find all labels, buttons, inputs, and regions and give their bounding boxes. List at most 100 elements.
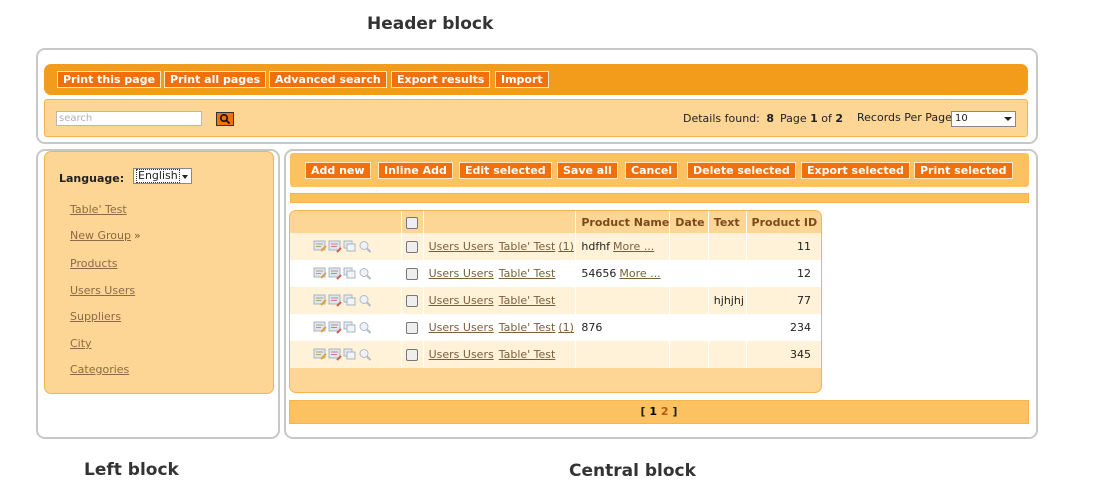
header-search-panel: Details found: 8 Page 1 of 2 Records Per… <box>44 99 1028 137</box>
view-icon[interactable] <box>358 267 372 280</box>
users-users-link[interactable]: Users Users <box>428 240 494 253</box>
inline-edit-icon[interactable] <box>328 294 342 307</box>
inline-edit-icon[interactable] <box>328 267 342 280</box>
column-header-date[interactable]: Date <box>669 211 709 233</box>
pager-page-link[interactable]: 2 <box>660 405 669 418</box>
more-link[interactable]: More ... <box>613 240 655 253</box>
row-actions-cell <box>290 287 403 314</box>
menu-item-city[interactable]: City <box>70 337 92 350</box>
header-block-caption: Header block <box>367 14 494 34</box>
menu-item-table-test[interactable]: Table' Test <box>70 203 127 216</box>
menu-item-new-group[interactable]: New Group» <box>70 229 141 242</box>
edit-icon[interactable] <box>313 294 327 307</box>
language-select[interactable]: English <box>133 168 192 184</box>
save-all-button[interactable]: Save all <box>557 162 618 179</box>
print-selected-button[interactable]: Print selected <box>914 162 1013 179</box>
text-cell <box>708 233 747 260</box>
column-header-product-name[interactable]: Product Name <box>575 211 671 233</box>
copy-icon[interactable] <box>343 267 357 280</box>
row-checkbox[interactable] <box>406 241 419 253</box>
inline-edit-icon[interactable] <box>328 240 342 253</box>
users-users-link[interactable]: Users Users <box>428 294 494 307</box>
row-links-cell: Users Users Table' Test <box>423 341 577 368</box>
export-selected-button[interactable]: Export selected <box>801 162 910 179</box>
users-users-link[interactable]: Users Users <box>428 348 494 361</box>
product-id-cell: 77 <box>746 287 821 314</box>
table-test-link[interactable]: Table' Test <box>498 267 556 280</box>
export-results-button[interactable]: Export results <box>391 71 491 88</box>
edit-icon[interactable] <box>313 321 327 334</box>
row-checkbox[interactable] <box>406 295 419 307</box>
print-all-pages-button[interactable]: Print all pages <box>164 71 267 88</box>
inline-edit-icon[interactable] <box>328 321 342 334</box>
import-button[interactable]: Import <box>495 71 549 88</box>
left-block-caption: Left block <box>84 460 179 480</box>
pager-close-bracket: ] <box>672 405 678 418</box>
detail-count-link[interactable]: (1) <box>558 321 574 334</box>
view-icon[interactable] <box>358 348 372 361</box>
inline-add-button[interactable]: Inline Add <box>378 162 453 179</box>
column-header-text[interactable]: Text <box>708 211 747 233</box>
grid-toolbar: Add new Inline Add Edit selected Save al… <box>290 153 1029 187</box>
edit-selected-button[interactable]: Edit selected <box>459 162 552 179</box>
inline-edit-icon[interactable] <box>328 348 342 361</box>
delete-selected-button[interactable]: Delete selected <box>687 162 796 179</box>
header-toolbar: Print this page Print all pages Advanced… <box>44 64 1028 95</box>
add-new-button[interactable]: Add new <box>305 162 371 179</box>
row-checkbox[interactable] <box>406 322 419 334</box>
row-select-cell <box>401 260 424 287</box>
search-button[interactable] <box>216 112 234 126</box>
row-checkbox[interactable] <box>406 268 419 280</box>
edit-icon[interactable] <box>313 348 327 361</box>
date-cell <box>669 314 709 341</box>
users-users-link[interactable]: Users Users <box>428 267 494 280</box>
print-this-page-button[interactable]: Print this page <box>57 71 162 88</box>
column-header-product-id[interactable]: Product ID <box>746 211 821 233</box>
search-input[interactable] <box>56 111 202 126</box>
text-cell <box>708 341 747 368</box>
row-links-cell: Users Users Table' Test(1) <box>423 233 577 260</box>
menu-item-suppliers[interactable]: Suppliers <box>70 310 122 323</box>
records-per-page-select[interactable]: 10 <box>951 111 1016 127</box>
row-select-cell <box>401 314 424 341</box>
menu-item-users-users[interactable]: Users Users <box>70 284 136 297</box>
edit-icon[interactable] <box>313 240 327 253</box>
date-cell <box>669 233 709 260</box>
copy-icon[interactable] <box>343 294 357 307</box>
menu-item-products[interactable]: Products <box>70 257 118 270</box>
edit-icon[interactable] <box>313 267 327 280</box>
table-test-link[interactable]: Table' Test <box>498 348 556 361</box>
details-found-count: 8 <box>766 112 775 125</box>
cancel-button[interactable]: Cancel <box>625 162 679 179</box>
language-label: Language: <box>59 172 125 185</box>
users-users-link[interactable]: Users Users <box>428 321 494 334</box>
select-all-checkbox[interactable] <box>406 216 419 229</box>
table-test-link[interactable]: Table' Test <box>498 321 556 334</box>
copy-icon[interactable] <box>343 348 357 361</box>
view-icon[interactable] <box>358 294 372 307</box>
row-checkbox[interactable] <box>406 349 419 361</box>
search-icon <box>219 113 231 125</box>
menu-item-categories[interactable]: Categories <box>70 363 130 376</box>
view-icon[interactable] <box>358 321 372 334</box>
table-test-link[interactable]: Table' Test <box>498 240 556 253</box>
text-cell: hjhjhj <box>708 287 747 314</box>
copy-icon[interactable] <box>343 240 357 253</box>
row-actions-cell <box>290 314 403 341</box>
product-name-value: hdfhf <box>581 240 611 253</box>
view-icon[interactable] <box>358 240 372 253</box>
copy-icon[interactable] <box>343 321 357 334</box>
table-test-link[interactable]: Table' Test <box>498 294 556 307</box>
product-name-cell: 876 <box>575 314 671 341</box>
product-name-cell <box>575 287 671 314</box>
advanced-search-button[interactable]: Advanced search <box>269 71 387 88</box>
detail-count-link[interactable]: (1) <box>558 240 574 253</box>
more-link[interactable]: More ... <box>619 267 661 280</box>
central-block-caption: Central block <box>569 461 696 481</box>
